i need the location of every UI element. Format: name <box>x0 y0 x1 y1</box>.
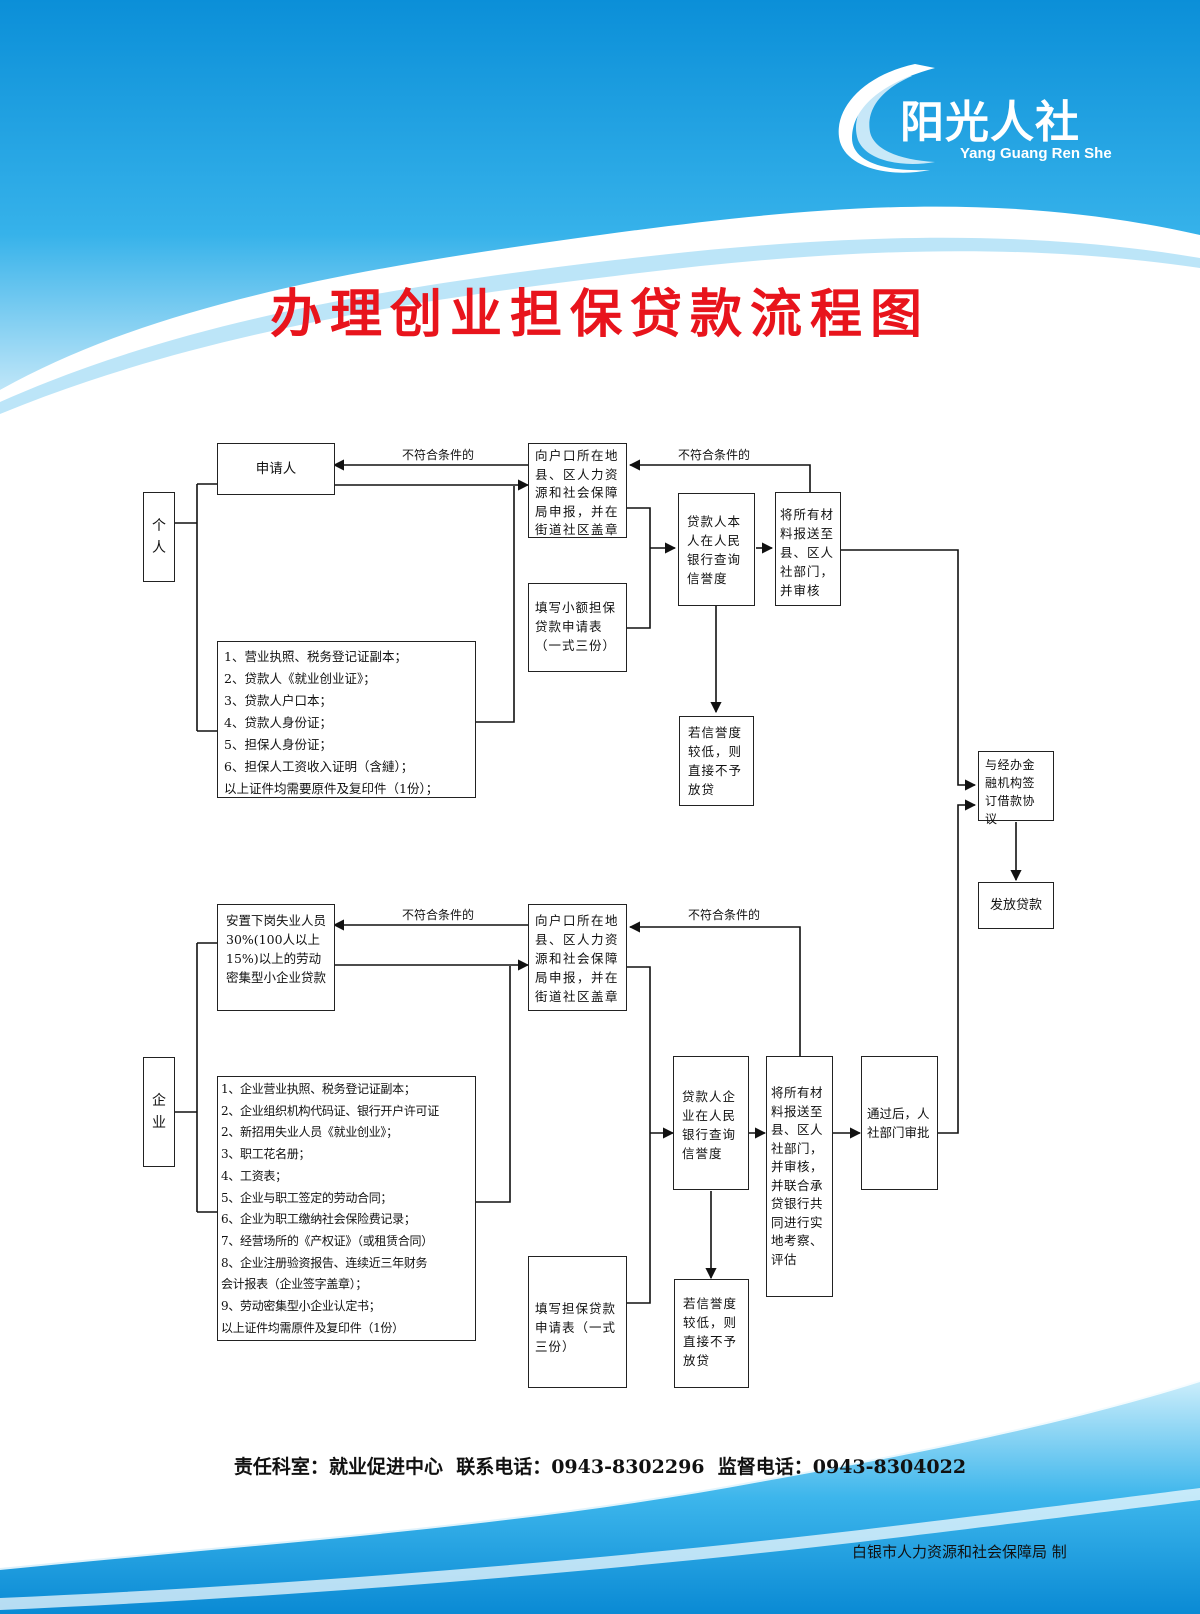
footer-phone: 0943-8302296 <box>551 1456 705 1478</box>
top-wave <box>0 0 1200 414</box>
enterprise-approve-box: 通过后，人社部门审批 <box>861 1056 938 1190</box>
individual-report-box: 向户口所在地县、区人力资源和社会保障局申报，并在街道社区盖章 <box>528 443 627 538</box>
enterprise-report-label: 向户口所在地县、区人力资源和社会保障局申报，并在街道社区盖章 <box>535 913 620 1004</box>
agreement-label: 与经办金融机构签订借款协议 <box>985 758 1036 826</box>
enterprise-applicant-label: 安置下岗失业人员30%(100人以上15%)以上的劳动密集型小企业贷款 <box>226 913 327 985</box>
doc-item: 9、劳动密集型小企业认定书； <box>221 1299 381 1314</box>
doc-item: 6、企业为职工缴纳社会保险费记录； <box>221 1212 416 1227</box>
enterprise-submit-box: 将所有材料报送至县、区人社部门，并审核，并联合承贷银行共同进行实地考察、评估 <box>766 1056 833 1297</box>
individual-reject-edge-label-1: 不符合条件的 <box>402 448 475 462</box>
doc-item: 5、担保人身份证； <box>224 737 332 752</box>
enterprise-approve-label: 通过后，人社部门审批 <box>867 1106 930 1140</box>
individual-reject-box: 若信誉度较低，则直接不予放贷 <box>679 716 754 806</box>
individual-category-label: 个 人 <box>152 518 166 556</box>
doc-item: 8、企业注册验资报告、连续近三年财务 <box>221 1255 428 1270</box>
individual-reject-edge-label-2: 不符合条件的 <box>678 448 751 462</box>
enterprise-docs-box: 1、企业营业执照、税务登记证副本； 2、企业组织机构代码证、银行开户许可证 2、… <box>217 1076 476 1341</box>
doc-item: 2、企业组织机构代码证、银行开户许可证 <box>221 1103 439 1118</box>
individual-credit-box: 贷款人本人在人民银行查询信誉度 <box>678 493 755 606</box>
footer-supervise-label: 监督电话： <box>717 1456 813 1478</box>
footer-contact: 责任科室：就业促进中心 联系电话：0943-8302296 监督电话：0943-… <box>0 1452 1200 1479</box>
doc-item: 1、营业执照、税务登记证副本； <box>224 649 407 664</box>
doc-item: 以上证件均需原件及复印件（1份） <box>221 1320 404 1335</box>
connector-lines <box>171 459 1022 1304</box>
individual-form-box: 填写小额担保贷款申请表（一式三份） <box>528 583 627 672</box>
release-label: 发放贷款 <box>989 897 1042 913</box>
doc-item: 5、企业与职工签定的劳动合同； <box>221 1190 393 1205</box>
enterprise-category-box: 企 业 <box>143 1057 175 1167</box>
logo-name: 阳光人社 <box>900 97 1080 148</box>
release-box: 发放贷款 <box>978 882 1054 929</box>
individual-submit-label: 将所有材料报送至县、区人社部门，并审核 <box>780 507 835 598</box>
enterprise-submit-label: 将所有材料报送至县、区人社部门，并审核，并联合承贷银行共同进行实地考察、评估 <box>771 1085 824 1267</box>
logo-swoosh <box>838 64 935 173</box>
doc-item: 会计报表（企业签字盖章）； <box>221 1277 368 1292</box>
enterprise-applicant-box: 安置下岗失业人员30%(100人以上15%)以上的劳动密集型小企业贷款 <box>217 904 335 1011</box>
enterprise-reject-edge-label-1: 不符合条件的 <box>402 908 475 922</box>
footer-supervise: 0943-8304022 <box>812 1456 967 1478</box>
individual-credit-label: 贷款人本人在人民银行查询信誉度 <box>687 514 742 586</box>
bottom-wave <box>0 1370 1200 1614</box>
doc-item: 以上证件均需要原件及复印件（1份）； <box>224 781 439 796</box>
enterprise-reject-edge-label-2: 不符合条件的 <box>688 908 761 922</box>
individual-docs-box: 1、营业执照、税务登记证副本； 2、贷款人《就业创业证》； 3、贷款人户口本； … <box>217 641 476 798</box>
enterprise-reject-box: 若信誉度较低，则直接不予放贷 <box>674 1279 749 1388</box>
doc-item: 7、经营场所的《产权证》（或租赁合同） <box>221 1233 433 1248</box>
doc-item: 4、贷款人身份证； <box>224 715 332 730</box>
individual-category-box: 个 人 <box>143 492 175 582</box>
doc-item: 3、职工花名册； <box>221 1147 311 1162</box>
doc-item: 4、工资表； <box>221 1168 287 1183</box>
enterprise-reject-label: 若信誉度较低，则直接不予放贷 <box>683 1296 738 1368</box>
individual-reject-label: 若信誉度较低，则直接不予放贷 <box>688 725 743 797</box>
page-title: 办理创业担保贷款流程图 <box>269 284 930 345</box>
doc-item: 2、新招用失业人员《就业创业》； <box>221 1125 398 1140</box>
individual-submit-box: 将所有材料报送至县、区人社部门，并审核 <box>775 492 841 606</box>
doc-item: 2、贷款人《就业创业证》； <box>224 671 376 686</box>
individual-report-label: 向户口所在地县、区人力资源和社会保障局申报，并在街道社区盖章 <box>535 448 620 537</box>
enterprise-report-box: 向户口所在地县、区人力资源和社会保障局申报，并在街道社区盖章 <box>528 904 627 1011</box>
publisher: 白银市人力资源和社会保障局 制 <box>852 1543 1067 1561</box>
enterprise-credit-label: 贷款人企业在人民银行查询信誉度 <box>682 1089 737 1161</box>
footer-dept-label: 责任科室： <box>233 1456 329 1478</box>
individual-form-label: 填写小额担保贷款申请表（一式三份） <box>535 600 617 653</box>
individual-applicant-label: 申请人 <box>255 461 297 477</box>
footer-phone-label: 联系电话： <box>456 1456 552 1478</box>
doc-item: 1、企业营业执照、税务登记证副本； <box>221 1082 416 1096</box>
logo: 阳光人社 Yang Guang Ren She <box>838 58 1118 178</box>
doc-item: 3、贷款人户口本； <box>224 693 332 708</box>
individual-applicant-box: 申请人 <box>217 443 335 495</box>
footer-dept: 就业促进中心 <box>328 1456 443 1478</box>
enterprise-form-box: 填写担保贷款申请表（一式三份） <box>528 1256 627 1388</box>
enterprise-category-label: 企 业 <box>152 1093 166 1131</box>
doc-item: 6、担保人工资收入证明（含縺）； <box>224 759 414 774</box>
enterprise-form-label: 填写担保贷款申请表（一式三份） <box>535 1301 617 1354</box>
agreement-box: 与经办金融机构签订借款协议 <box>978 751 1054 826</box>
enterprise-credit-box: 贷款人企业在人民银行查询信誉度 <box>673 1056 749 1190</box>
logo-subtitle: Yang Guang Ren She <box>960 145 1112 162</box>
